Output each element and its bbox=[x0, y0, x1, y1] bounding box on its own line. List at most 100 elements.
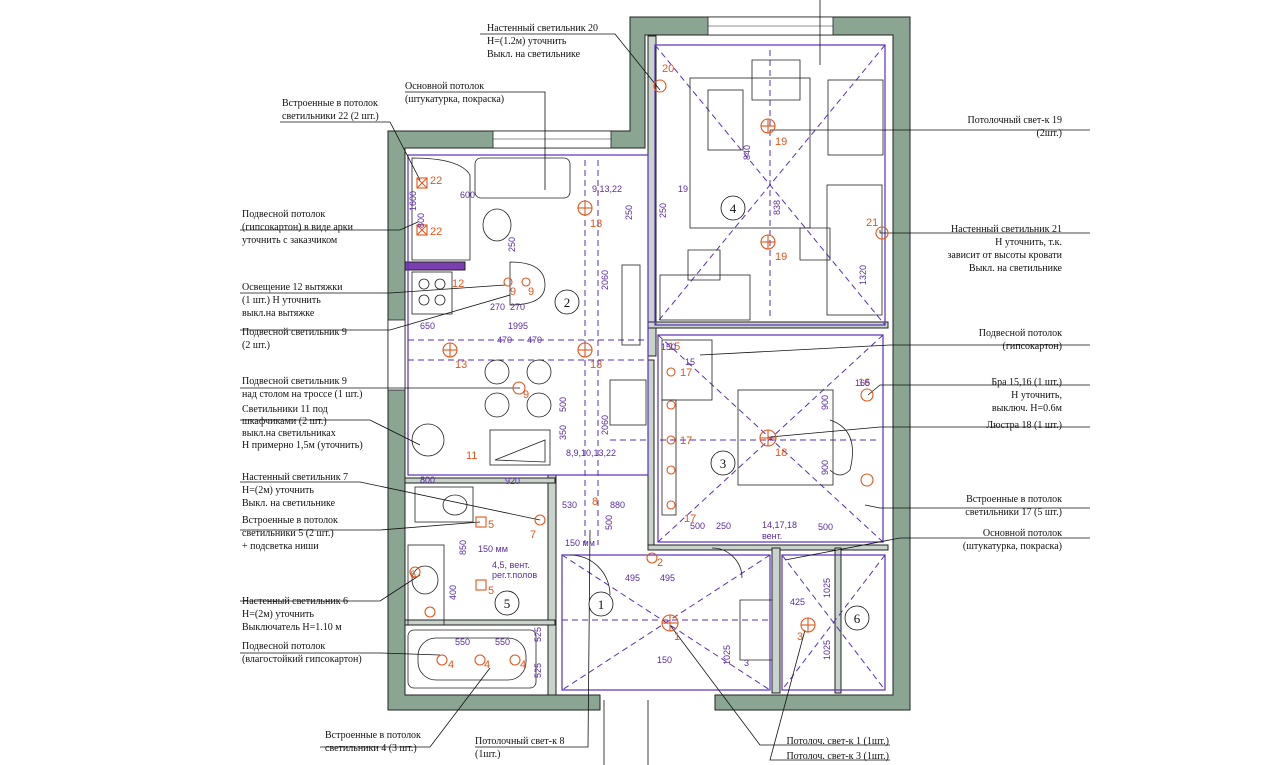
fixture-num: 17 bbox=[680, 367, 692, 379]
svg-text:Потолоч. свет-к 1 (1шт.): Потолоч. свет-к 1 (1шт.) bbox=[786, 736, 889, 747]
callout-lamp-19: Потолочный свет-к 19 (2шт.) bbox=[968, 115, 1062, 139]
svg-text:Освещение 12 вытяжки: Освещение 12 вытяжки bbox=[242, 282, 343, 293]
svg-text:Выкл. на светильнике: Выкл. на светильнике bbox=[969, 263, 1063, 274]
dim-label: 900 bbox=[820, 395, 830, 410]
svg-text:(2 шт.): (2 шт.) bbox=[242, 340, 270, 351]
svg-text:над столом на троссе (1 шт.): над столом на троссе (1 шт.) bbox=[242, 389, 363, 400]
fixture-num: 9 bbox=[510, 286, 516, 298]
fixture-num: 18 bbox=[775, 447, 787, 459]
room-4: 4 bbox=[730, 201, 737, 216]
dim-label: 2060 bbox=[600, 270, 610, 290]
fixture-num: 13 bbox=[590, 218, 602, 230]
callout-lamp-17: Встроенные в потолок светильники 17 (5 ш… bbox=[965, 494, 1062, 518]
dim-label: 550 bbox=[495, 637, 510, 647]
fixture-num: 9 bbox=[528, 286, 534, 298]
dim-label: 800 bbox=[416, 213, 426, 228]
dim-label: 150 bbox=[661, 342, 676, 352]
callout-lamp-22: Встроенные в потолок светильники 22 (2 ш… bbox=[282, 98, 379, 122]
dim-label: 270 bbox=[490, 302, 505, 312]
callout-bra-15-16: Бра 15,16 (1 шт.) Н уточнить, выключ. Н=… bbox=[991, 377, 1062, 414]
dim-label: 470 bbox=[497, 335, 512, 345]
svg-text:Основной потолок: Основной потолок bbox=[405, 81, 484, 92]
leader-lines bbox=[240, 0, 1090, 765]
lamp-symbols bbox=[409, 79, 889, 666]
dim-label: 19 bbox=[678, 184, 688, 194]
dim-label: 500 bbox=[558, 397, 568, 412]
fixture-num: 8 bbox=[592, 496, 598, 508]
fixture-num: 13 bbox=[455, 359, 467, 371]
svg-text:уточнить с заказчиком: уточнить с заказчиком bbox=[242, 235, 338, 246]
dim-label: 850 bbox=[458, 540, 468, 555]
svg-text:Настенный светильник 6: Настенный светильник 6 bbox=[242, 596, 348, 607]
dim-label: 838 bbox=[772, 200, 782, 215]
dim-label: 400 bbox=[448, 585, 458, 600]
dim-label: 15 bbox=[685, 357, 695, 367]
fixture-num: 19 bbox=[775, 251, 787, 263]
callout-lamp-20: Настенный светильник 20 H=(1.2м) уточнит… bbox=[487, 23, 598, 60]
svg-text:светильники 4 (3 шт.): светильники 4 (3 шт.) bbox=[325, 743, 417, 754]
svg-text:Выкл. на светильнике: Выкл. на светильнике bbox=[487, 49, 581, 60]
callout-lamp-9a: Подвесной светильник 9 (2 шт.) bbox=[242, 327, 347, 351]
fixture-num: 22 bbox=[430, 226, 442, 238]
svg-text:зависит от высоты кровати: зависит от высоты кровати bbox=[947, 250, 1062, 261]
fixture-num: 17 bbox=[680, 435, 692, 447]
svg-text:Встроенные в потолок: Встроенные в потолок bbox=[325, 730, 421, 741]
room-2: 2 bbox=[564, 295, 571, 310]
fixture-num: 22 bbox=[430, 175, 442, 187]
fixture-num: 2 bbox=[657, 557, 663, 569]
fixture-num: 16 bbox=[858, 377, 870, 389]
svg-text:светильники 22 (2 шт.): светильники 22 (2 шт.) bbox=[282, 111, 379, 122]
svg-text:Светильники 11 под: Светильники 11 под bbox=[242, 404, 328, 415]
dim-label: 1995 bbox=[508, 321, 528, 331]
dim-label: 150 мм bbox=[478, 544, 508, 554]
svg-text:выкл.на светильниках: выкл.на светильниках bbox=[242, 428, 336, 439]
dim-label: 880 bbox=[610, 500, 625, 510]
fixture-num: 6 bbox=[410, 569, 416, 581]
svg-text:Выключатель H=1.10 м: Выключатель H=1.10 м bbox=[242, 622, 342, 633]
callout-lamp-7: Настенный светильник 7 H=(2м) уточнить В… bbox=[242, 472, 348, 509]
svg-text:Подвесной потолок: Подвесной потолок bbox=[242, 209, 325, 220]
fixture-num: 21 bbox=[866, 217, 878, 229]
fixture-num: 4 bbox=[448, 659, 454, 671]
svg-text:Потолоч. свет-к 3 (1шт.): Потолоч. свет-к 3 (1шт.) bbox=[786, 751, 889, 762]
dim-label: 500 bbox=[690, 521, 705, 531]
svg-text:Подвесной светильник 9: Подвесной светильник 9 bbox=[242, 327, 347, 338]
svg-text:выключ. Н=0.6м: выключ. Н=0.6м bbox=[992, 403, 1063, 414]
svg-text:(гипсокартон): (гипсокартон) bbox=[1002, 341, 1062, 352]
svg-text:Люстра 18 (1 шт.): Люстра 18 (1 шт.) bbox=[986, 420, 1062, 431]
svg-text:Настенный светильник 21: Настенный светильник 21 bbox=[951, 224, 1062, 235]
dim-label: 900 bbox=[820, 460, 830, 475]
fixture-num: 17 bbox=[684, 513, 696, 525]
callouts: Настенный светильник 20 H=(1.2м) уточнит… bbox=[242, 23, 1063, 762]
svg-text:(штукатурка, покраска): (штукатурка, покраска) bbox=[405, 94, 504, 105]
exterior-walls bbox=[387, 16, 911, 711]
svg-text:(штукатурка, покраска): (штукатурка, покраска) bbox=[963, 541, 1062, 552]
dim-label: 800 bbox=[420, 475, 435, 485]
dim-label: 165 bbox=[855, 378, 870, 388]
fixture-num: 13 bbox=[590, 359, 602, 371]
dim-label: 4,5, вент. bbox=[492, 560, 530, 570]
dim-label: 9,13,22 bbox=[592, 184, 622, 194]
dim-label: 525 bbox=[533, 627, 543, 642]
svg-text:выкл.на вытяжке: выкл.на вытяжке bbox=[242, 308, 315, 319]
svg-text:Выкл. на светильнике: Выкл. на светильнике bbox=[242, 498, 336, 509]
callout-arch-ceiling: Подвесной потолок (гипсокартон) в виде а… bbox=[242, 209, 354, 246]
fixture-num: 3 bbox=[797, 631, 803, 643]
dim-label: 150 bbox=[657, 655, 672, 665]
svg-text:Подвесной потолок: Подвесной потолок bbox=[242, 641, 325, 652]
callout-lamp-4: Встроенные в потолок светильники 4 (3 шт… bbox=[325, 730, 421, 754]
callout-gk-ceiling: Подвесной потолок (гипсокартон) bbox=[979, 328, 1062, 352]
room-labels: 1 2 3 4 5 6 bbox=[504, 201, 861, 626]
dim-label: 250 bbox=[624, 205, 634, 220]
dim-label: 495 bbox=[660, 573, 675, 583]
dim-label: 530 bbox=[562, 500, 577, 510]
svg-text:H=(1.2м) уточнить: H=(1.2м) уточнить bbox=[487, 36, 567, 47]
fixture-num: 19 bbox=[775, 136, 787, 148]
dim-label: 550 bbox=[455, 637, 470, 647]
room-6: 6 bbox=[854, 611, 861, 626]
fixture-num: 5 bbox=[488, 519, 494, 531]
dim-label: вент. bbox=[762, 531, 782, 541]
callout-wet-ceiling: Подвесной потолок (влагостойкий гипсокар… bbox=[242, 641, 362, 665]
dim-label: 250 bbox=[507, 237, 517, 252]
